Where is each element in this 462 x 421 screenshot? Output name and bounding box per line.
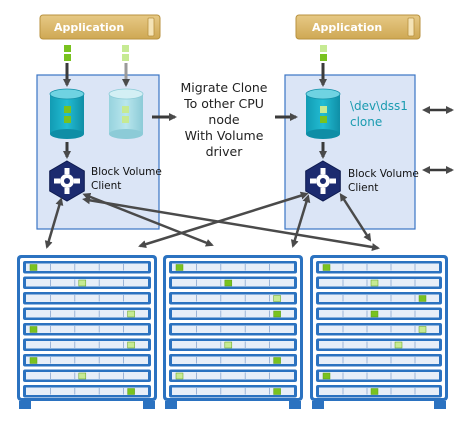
application-left-label: Application bbox=[54, 21, 124, 34]
application-left: Application bbox=[39, 14, 161, 40]
volume-cylinder-right bbox=[305, 88, 341, 139]
volume-cylinder-left bbox=[49, 88, 85, 139]
left-app-blocks bbox=[64, 45, 129, 61]
migrate-text-line2: To other CPU bbox=[183, 96, 264, 111]
client-connections bbox=[44, 191, 380, 251]
application-right-label: Application bbox=[312, 21, 382, 34]
client-label-right-line2: Client bbox=[348, 182, 378, 194]
volume-cylinder-faded bbox=[108, 88, 144, 139]
migrate-text-line3: node bbox=[208, 112, 240, 127]
migrate-description: Migrate Clone To other CPU node With Vol… bbox=[180, 80, 267, 159]
client-label-left-line1: Block Volume bbox=[91, 166, 162, 178]
storage-rack-right bbox=[310, 255, 448, 409]
migrate-text-line5: driver bbox=[206, 144, 244, 159]
application-right: Application bbox=[295, 14, 421, 40]
block-volume-client-icon-left bbox=[49, 160, 85, 202]
storage-rack-left bbox=[17, 255, 157, 409]
right-volume-label-line1: \dev\dss1 bbox=[350, 99, 408, 113]
right-volume-label-line2: clone bbox=[350, 115, 382, 129]
storage-racks bbox=[17, 255, 448, 409]
client-label-left-line2: Client bbox=[91, 180, 121, 192]
migrate-text-line1: Migrate Clone bbox=[180, 80, 267, 95]
block-volume-client-icon-right bbox=[305, 160, 341, 202]
right-app-blocks bbox=[320, 45, 327, 61]
client-label-right-line1: Block Volume bbox=[348, 168, 419, 180]
migrate-text-line4: With Volume bbox=[185, 128, 264, 143]
storage-rack-middle bbox=[163, 255, 303, 409]
